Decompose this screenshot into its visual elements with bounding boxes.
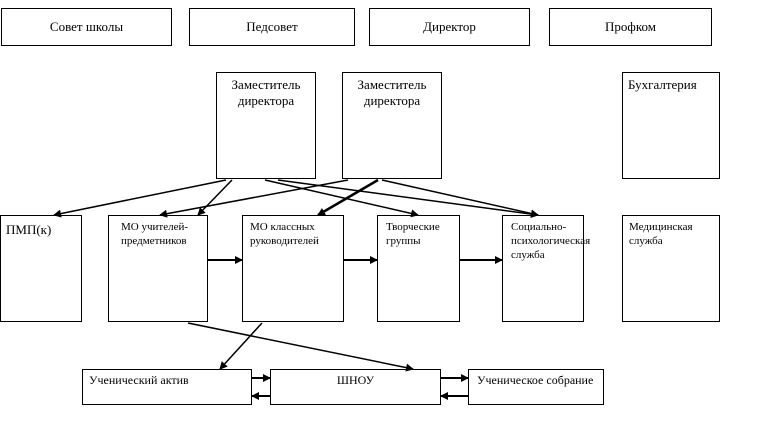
arrow-deputy1-to-pmpk [53, 179, 227, 218]
student-assembly-label: Ученическое собрание [477, 373, 594, 387]
pmpk-label: ПМП(к) [6, 222, 52, 237]
medical-service-box: Медицинская служба [622, 215, 720, 322]
arrow-mo-class-to-student-activists [219, 322, 263, 370]
school-council-label: Совет школы [49, 19, 124, 34]
social-psych-service-box: Социально-психологическая служба [502, 215, 590, 322]
mo-subject-teachers-label: МО учителей-предметников [121, 221, 189, 247]
creative-groups-label: Творческие группы [386, 221, 440, 247]
trade-union-label: Профком [605, 19, 656, 34]
accounting-label: Бухгалтерия [628, 77, 697, 92]
arrow-deputy2-to-mo-class [317, 178, 379, 217]
arrow-deputy1-to-mo-subject [197, 179, 233, 216]
arrow-deputy1-to-social [277, 179, 539, 219]
arrow-deputy2-to-social [381, 179, 539, 218]
teachers-council-box: Педсовет [189, 8, 355, 46]
deputy-director-1-label: Заместитель директора [231, 77, 301, 108]
shnou-label: ШНОУ [336, 373, 375, 387]
mo-class-teachers-box: МО классных руководителей [242, 215, 344, 322]
social-psych-service-label: Социально-психологическая служба [511, 221, 591, 261]
deputy-director-2-box: Заместитель директора [342, 72, 442, 179]
accounting-box: Бухгалтерия [622, 72, 720, 179]
school-council-box: Совет школы [1, 8, 172, 46]
student-activists-box: Ученический актив [82, 369, 252, 405]
shnou-box: ШНОУ [270, 369, 441, 405]
deputy-director-1-box: Заместитель директора [216, 72, 316, 179]
trade-union-box: Профком [549, 8, 712, 46]
pmpk-box: ПМП(к) [0, 215, 82, 322]
medical-service-label: Медицинская служба [629, 221, 693, 247]
deputy-director-2-label: Заместитель директора [357, 77, 427, 108]
director-label: Директор [423, 19, 476, 34]
teachers-council-label: Педсовет [246, 19, 298, 34]
mo-subject-teachers-box: МО учителей-предметников [108, 215, 208, 322]
arrow-deputy1-to-creative [264, 179, 419, 218]
student-activists-label: Ученический актив [89, 373, 189, 387]
mo-class-teachers-label: МО классных руководителей [250, 221, 319, 247]
arrow-deputy2-to-mo-subject [159, 179, 349, 218]
arrow-mo-subject-to-shnou [187, 322, 414, 372]
creative-groups-box: Творческие группы [377, 215, 460, 322]
student-assembly-box: Ученическое собрание [468, 369, 604, 405]
director-box: Директор [369, 8, 530, 46]
